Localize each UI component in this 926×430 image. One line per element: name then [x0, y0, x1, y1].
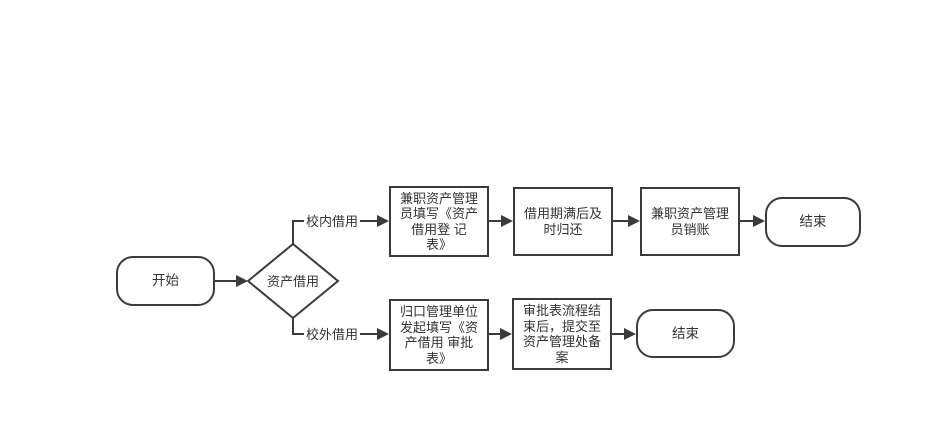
arrowhead-into-end-top [753, 215, 765, 227]
process-box-fill-borrow-register-form: 兼职资产管理 员填写《资产 借用登 记 表》 [389, 186, 489, 257]
arrowhead-into-box3 [628, 215, 640, 227]
arrowhead-into-end-bottom [624, 328, 636, 340]
arrowhead-into-box1 [377, 215, 389, 227]
process-box-return-on-time: 借用期满后及 时归还 [513, 187, 613, 256]
end-node-bottom: 结束 [636, 309, 735, 358]
start-node: 开始 [116, 256, 215, 306]
end-node-top: 结束 [765, 197, 861, 247]
process-box-initiate-approval-form: 归口管理单位 发起填写《资 产借用 审批 表》 [389, 299, 489, 371]
process-box-submit-for-record: 审批表流程结 束后，提交至 资产管理处备 案 [512, 298, 612, 370]
arrowhead-into-box4 [377, 328, 389, 340]
decision-diamond-shape [246, 242, 340, 320]
arrowhead-into-decision [236, 275, 248, 287]
branch-label-off-campus: 校外借用 [304, 325, 360, 343]
process-box-manager-write-off: 兼职资产管理 员销账 [640, 187, 740, 256]
branch-label-on-campus: 校内借用 [304, 212, 360, 230]
decision-label: 资产借用 [266, 273, 319, 289]
arrowhead-into-box2 [501, 215, 513, 227]
arrowhead-into-box5 [500, 328, 512, 340]
